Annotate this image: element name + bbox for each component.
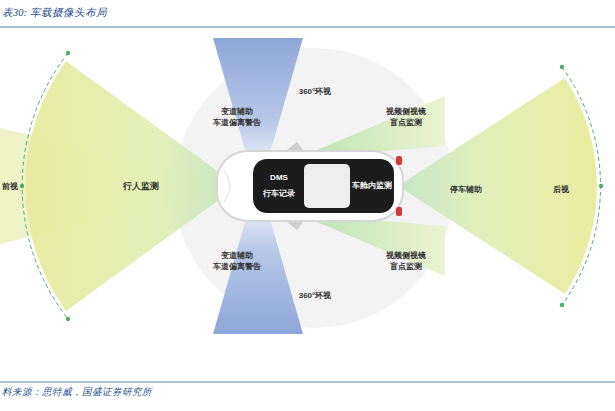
zone-label: 变道辅助 车道偏离警告 — [211, 251, 264, 273]
zone-label: 变道辅助 车道偏离警告 — [211, 107, 264, 129]
source-caption: 料来源：思特威，国盛证券研究所 — [2, 386, 152, 399]
zone-label: 360°环视 — [299, 87, 332, 98]
figure-title: 表30: 车载摄像头布局 — [2, 6, 107, 20]
zone-label: 行车记录 — [263, 189, 295, 199]
zone-label: DMS — [270, 173, 288, 184]
zone-label: 视频侧视镜 盲点监测 — [380, 251, 433, 273]
zone-label: 后视 — [553, 185, 569, 196]
zone-label: 行人监测 — [123, 180, 159, 192]
zone-label: 前视 — [2, 182, 18, 193]
zone-label: 360°环视 — [299, 291, 332, 302]
zone-label: 视频侧视镜 盲点监测 — [380, 107, 433, 129]
zone-label: 停车辅助 — [450, 185, 482, 196]
zone-label: 车舱内监测 — [352, 181, 392, 191]
